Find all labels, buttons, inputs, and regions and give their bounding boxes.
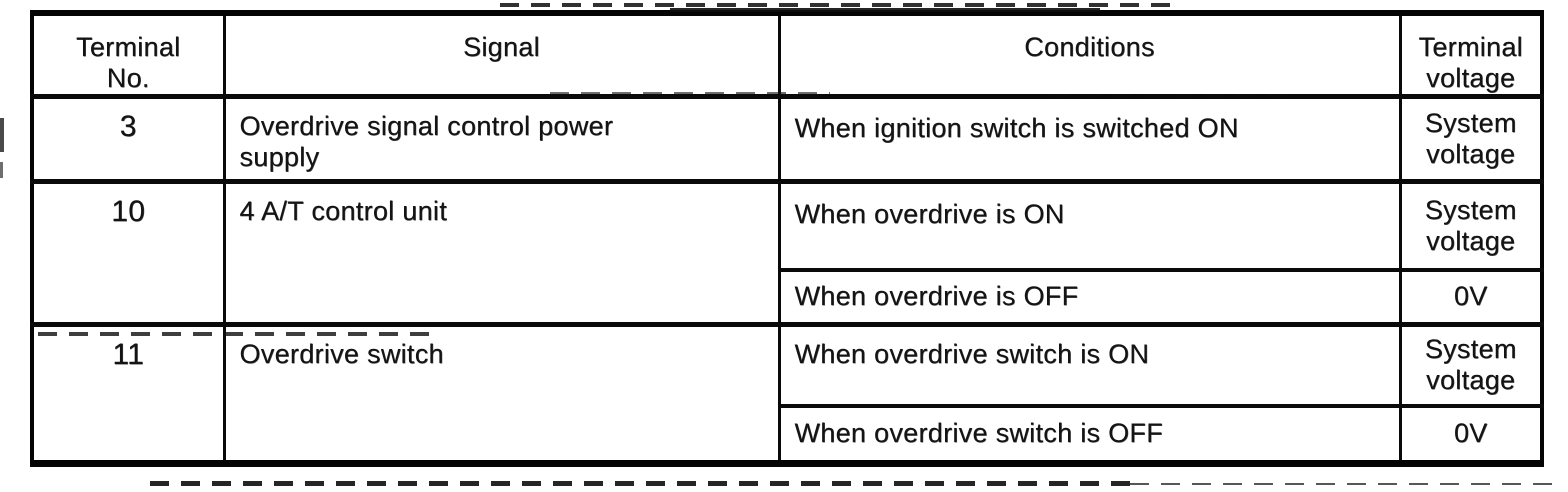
cell-terminal-number: 10 (30, 179, 226, 326)
cell-terminal-voltage: System voltage (1398, 179, 1544, 271)
scan-artifact-left-edge-tick (0, 118, 4, 152)
scan-artifact-bottom-thin-smudge (1130, 483, 1560, 485)
scan-artifact-top-smudge (500, 3, 1170, 7)
scan-artifact-header-rule-smudge (1050, 94, 1290, 97)
scan-artifact-bottom-smudge (150, 481, 1130, 486)
scanned-table-region: Terminal No. Signal Conditions Terminal … (0, 3, 1560, 486)
table-row-terminal-11-on: 11 Overdrive switch When overdrive switc… (30, 322, 1544, 465)
cell-terminal-number: 3 (30, 94, 226, 183)
header-cell-signal: Signal (222, 11, 781, 98)
cell-terminal-voltage: System voltage (1398, 94, 1544, 183)
scan-artifact-top-thickening (670, 8, 1100, 12)
cell-condition: When overdrive switch is ON (777, 322, 1402, 407)
scan-artifact-left-edge-tick (0, 162, 3, 178)
cell-condition: When overdrive is ON (777, 179, 1402, 271)
header-cell-terminal-no: Terminal No. (30, 11, 226, 98)
cell-signal: Overdrive switch (222, 322, 781, 465)
cell-terminal-voltage: System voltage (1398, 322, 1544, 407)
cell-condition: When overdrive is OFF (777, 267, 1402, 326)
cell-condition: When ignition switch is switched ON (777, 94, 1402, 183)
table-row-terminal-10-off: When overdrive is OFF 0V (32, 267, 1544, 326)
table-row-terminal-11-off: When overdrive switch is OFF 0V (32, 403, 1544, 465)
cell-terminal-voltage: 0V (1398, 267, 1544, 326)
scan-artifact-row-rule-smudge (38, 332, 438, 336)
table-row-terminal-3: 3 Overdrive signal control power supply … (30, 94, 1544, 183)
cell-signal: Overdrive signal control power supply (222, 94, 781, 183)
cell-condition: When overdrive switch is OFF (777, 403, 1402, 465)
header-cell-conditions: Conditions (777, 11, 1402, 98)
header-cell-terminal-voltage: Terminal voltage (1398, 11, 1544, 98)
cell-terminal-voltage: 0V (1398, 403, 1544, 465)
cell-terminal-number: 11 (30, 322, 226, 465)
table-row-terminal-10-on: 10 4 A/T control unit When overdrive is … (30, 179, 1544, 326)
scan-artifact-header-rule-smudge (550, 92, 830, 95)
cell-signal: 4 A/T control unit (222, 179, 781, 326)
table-header-row: Terminal No. Signal Conditions Terminal … (30, 11, 1544, 98)
terminal-voltage-table: Terminal No. Signal Conditions Terminal … (30, 10, 1544, 467)
